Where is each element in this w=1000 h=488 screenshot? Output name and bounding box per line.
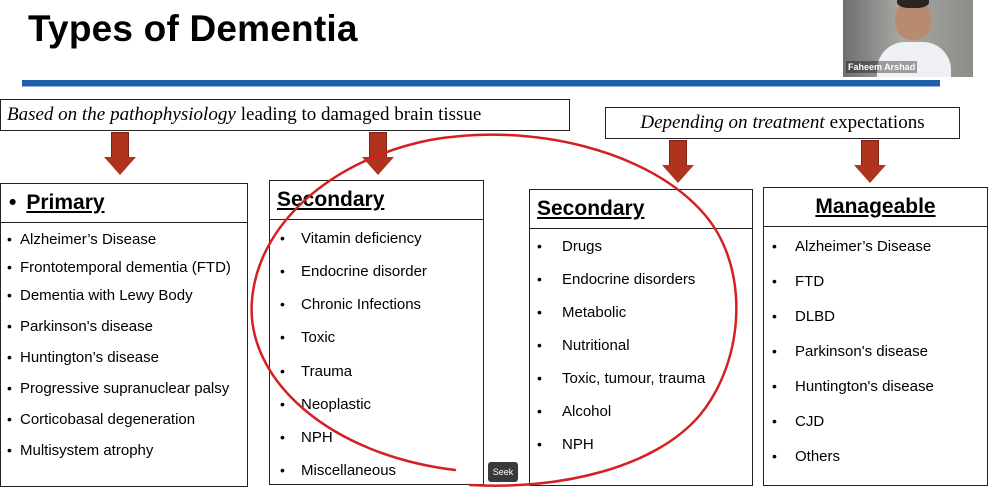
list-item: Endocrine disorder — [301, 263, 427, 280]
primary-header-bullet: • — [9, 191, 17, 214]
list-item: Parkinson's disease — [795, 343, 928, 360]
manageable-list-box: • Alzheimer’s Disease • FTD • DLBD • Par… — [763, 226, 988, 486]
list-bullet: • — [537, 403, 542, 419]
list-bullet: • — [7, 231, 12, 247]
list-bullet: • — [280, 396, 285, 412]
slide-title: Types of Dementia — [28, 8, 358, 49]
secondary-right-header-label: Secondary — [537, 197, 645, 220]
list-bullet: • — [772, 378, 777, 394]
primary-list-box: • Alzheimer’s Disease • Frontotemporal d… — [0, 222, 248, 487]
primary-header: • Primary — [0, 183, 248, 223]
list-item: Alcohol — [562, 403, 612, 420]
list-bullet: • — [537, 304, 542, 320]
primary-header-label: Primary — [26, 191, 105, 214]
list-item: CJD — [795, 413, 825, 430]
secondary-left-list-box: • Vitamin deficiency • Endocrine disorde… — [269, 219, 484, 485]
manageable-header: Manageable — [763, 187, 988, 227]
list-item: Frontotemporal dementia (FTD) — [20, 259, 231, 276]
manageable-header-label: Manageable — [815, 195, 936, 218]
participant-name: Faheem Arshad — [846, 61, 918, 73]
list-bullet: • — [537, 238, 542, 254]
list-item: Toxic, tumour, trauma — [562, 370, 706, 387]
list-item: FTD — [795, 273, 825, 290]
basis-left-em: pathophysiology — [110, 104, 236, 125]
basis-right-em: treatment — [752, 112, 825, 133]
seek-button[interactable]: Seek — [488, 462, 518, 482]
list-bullet: • — [280, 263, 285, 279]
list-item: NPH — [562, 436, 594, 453]
list-bullet: • — [7, 287, 12, 303]
participant-video-tile[interactable]: Faheem Arshad — [843, 0, 973, 77]
list-item: Multisystem atrophy — [20, 442, 154, 459]
list-item: Trauma — [301, 363, 353, 380]
list-item: Drugs — [562, 238, 603, 255]
list-item: Progressive supranuclear palsy — [20, 380, 230, 397]
list-bullet: • — [772, 413, 777, 429]
list-bullet: • — [537, 436, 542, 452]
list-bullet: • — [772, 273, 777, 289]
list-item: Dementia with Lewy Body — [20, 287, 193, 304]
participant-hair — [897, 0, 929, 8]
list-item: Endocrine disorders — [562, 271, 696, 288]
list-item: Chronic Infections — [301, 296, 422, 313]
list-item: Nutritional — [562, 337, 630, 354]
list-bullet: • — [772, 308, 777, 324]
red-annotation-circle — [250, 133, 738, 487]
list-bullet: • — [280, 363, 285, 379]
basis-pathophysiology-box: Based on the pathophysiology leading to … — [0, 99, 570, 131]
basis-right-pre: Depending on — [640, 112, 748, 133]
secondary-left-header-label: Secondary — [277, 188, 385, 211]
list-item: NPH — [301, 429, 333, 446]
list-item: Neoplastic — [301, 396, 372, 413]
list-item: Parkinson's disease — [20, 318, 153, 335]
basis-left-pre: Based on the — [7, 104, 106, 125]
list-item: Corticobasal degeneration — [20, 411, 196, 428]
list-bullet: • — [7, 349, 12, 365]
list-bullet: • — [537, 337, 542, 353]
list-item: Others — [795, 448, 841, 465]
list-bullet: • — [280, 462, 285, 478]
list-item: Toxic — [301, 329, 336, 346]
secondary-right-list-box: • Drugs • Endocrine disorders • Metaboli… — [529, 228, 753, 486]
list-bullet: • — [280, 230, 285, 246]
participant-body — [877, 42, 951, 77]
list-item: Vitamin deficiency — [301, 230, 422, 247]
list-bullet: • — [280, 329, 285, 345]
list-bullet: • — [7, 259, 12, 275]
list-bullet: • — [537, 370, 542, 386]
list-bullet: • — [280, 429, 285, 445]
list-item: Miscellaneous — [301, 462, 397, 479]
list-item: Metabolic — [562, 304, 627, 321]
list-item: DLBD — [795, 308, 836, 325]
basis-treatment-box: Depending on treatment expectations — [605, 107, 960, 139]
list-bullet: • — [7, 411, 12, 427]
list-item: Huntington’s disease — [20, 349, 159, 366]
list-item: Alzheimer’s Disease — [20, 231, 157, 248]
list-bullet: • — [7, 318, 12, 334]
list-item: Alzheimer’s Disease — [795, 238, 932, 255]
list-bullet: • — [7, 380, 12, 396]
title-underline-rule — [22, 80, 940, 86]
list-bullet: • — [280, 296, 285, 312]
list-item: Huntington's disease — [795, 378, 934, 395]
basis-left-post: leading to damaged brain tissue — [240, 104, 482, 125]
list-bullet: • — [537, 271, 542, 287]
list-bullet: • — [7, 442, 12, 458]
list-bullet: • — [772, 448, 777, 464]
list-bullet: • — [772, 238, 777, 254]
basis-right-post: expectations — [829, 112, 925, 133]
title-underline-rule-light — [22, 86, 940, 87]
list-bullet: • — [772, 343, 777, 359]
